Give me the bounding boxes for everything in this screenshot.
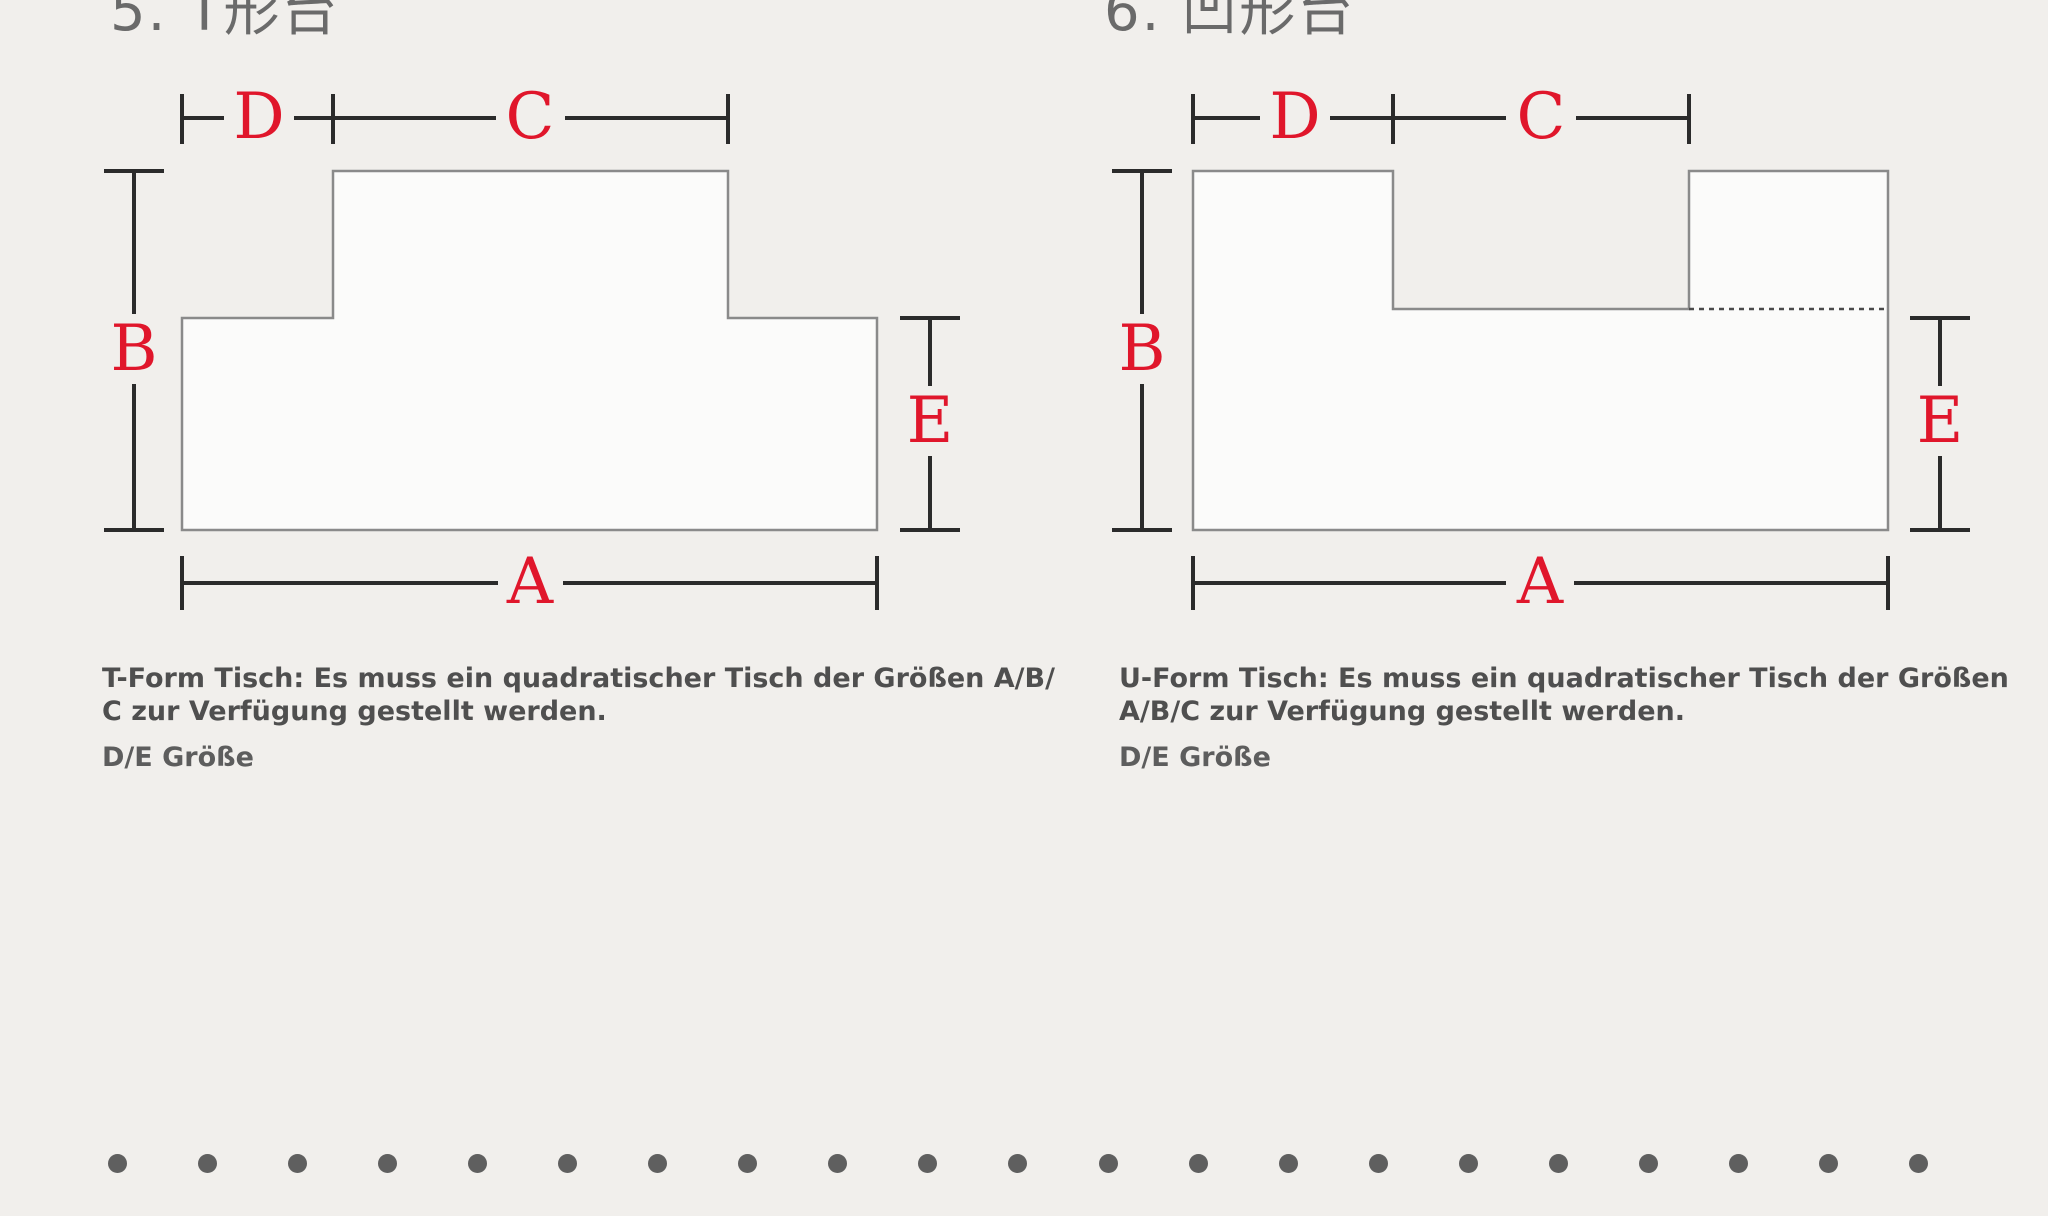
t-form-dimension-d xyxy=(180,94,333,144)
u-form-dimension-a xyxy=(1191,556,1890,610)
t-form-label-e: E xyxy=(907,384,954,458)
u-form-size-note: D/E Größe xyxy=(1119,742,1271,773)
pagination-dots xyxy=(108,1152,1928,1174)
t-form-caption: T-Form Tisch: Es muss ein quadratischer … xyxy=(102,663,1055,727)
t-form-dimension-b xyxy=(104,169,164,532)
u-form-dimension-e xyxy=(1910,316,1970,532)
pagination-dot[interactable] xyxy=(1548,1153,1568,1173)
pagination-dot[interactable] xyxy=(1638,1153,1658,1173)
pagination-dot[interactable] xyxy=(378,1153,398,1173)
u-form-dimension-c xyxy=(1391,94,1691,144)
u-form-diagram: D C B E A xyxy=(1112,80,1970,619)
pagination-dot[interactable] xyxy=(288,1153,308,1173)
u-form-table-shape xyxy=(1191,169,1890,532)
t-form-size-note: D/E Größe xyxy=(102,742,254,773)
t-form-dimension-a xyxy=(180,556,879,610)
u-form-label-c: C xyxy=(1517,80,1566,154)
t-form-label-b: B xyxy=(110,312,157,386)
pagination-dot[interactable] xyxy=(1458,1153,1478,1173)
pagination-dot[interactable] xyxy=(558,1153,578,1173)
pagination-dot[interactable] xyxy=(738,1153,758,1173)
u-form-caption: U-Form Tisch: Es muss ein quadratischer … xyxy=(1119,663,2009,727)
u-form-dimension-b xyxy=(1112,169,1172,532)
pagination-dot[interactable] xyxy=(198,1153,218,1173)
pagination-dot[interactable] xyxy=(1278,1153,1298,1173)
pagination-dot[interactable] xyxy=(1188,1153,1208,1173)
pagination-dot[interactable] xyxy=(918,1153,938,1173)
pagination-dot[interactable] xyxy=(1368,1153,1388,1173)
u-form-dimension-d xyxy=(1191,94,1393,144)
pagination-dot[interactable] xyxy=(1008,1153,1028,1173)
section-heading-t-form: 5. T形台 xyxy=(110,0,340,44)
pagination-dot[interactable] xyxy=(648,1153,668,1173)
t-form-label-a: A xyxy=(506,545,554,619)
pagination-dot[interactable] xyxy=(828,1153,848,1173)
u-form-label-b: B xyxy=(1118,312,1165,386)
u-form-label-d: D xyxy=(1269,80,1320,154)
t-form-label-d: D xyxy=(233,80,284,154)
t-form-table-shape xyxy=(180,169,879,532)
pagination-dot[interactable] xyxy=(1818,1153,1838,1173)
u-form-label-a: A xyxy=(1516,545,1564,619)
pagination-dot[interactable] xyxy=(1728,1153,1748,1173)
pagination-dot[interactable] xyxy=(1098,1153,1118,1173)
t-form-dimension-c xyxy=(331,94,730,144)
t-form-dimension-e xyxy=(900,316,960,532)
t-form-label-c: C xyxy=(506,80,555,154)
t-form-diagram: D C B E A xyxy=(104,80,960,619)
u-form-label-e: E xyxy=(1917,384,1964,458)
pagination-dot[interactable] xyxy=(1908,1153,1928,1173)
pagination-dot[interactable] xyxy=(468,1153,488,1173)
section-heading-u-form: 6. 凹形台 xyxy=(1104,0,1356,44)
pagination-dot[interactable] xyxy=(108,1153,127,1173)
